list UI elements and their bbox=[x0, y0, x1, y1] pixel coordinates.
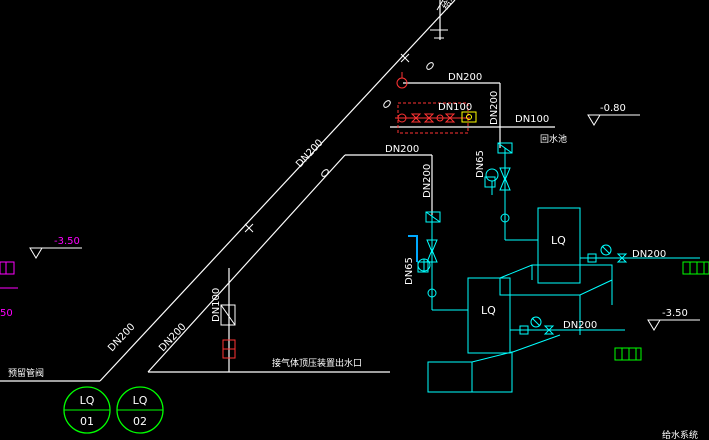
elevation-right-bottom bbox=[647, 319, 700, 331]
lq-tag-02: LQ 02 bbox=[116, 386, 164, 434]
lq-tag-01: LQ 01 bbox=[63, 386, 111, 434]
return-pool-label: 回水池 bbox=[540, 133, 567, 145]
dn65-upper-label: DN65 bbox=[475, 150, 486, 178]
lq-tag-01-num: 01 bbox=[80, 415, 94, 428]
dn200-vertical-right-label: DN200 bbox=[489, 91, 500, 125]
lq-tag-02-num: 02 bbox=[133, 415, 147, 428]
pipe-markers bbox=[244, 0, 448, 233]
dn100-valve bbox=[220, 304, 236, 326]
magenta-ground-symbol bbox=[0, 261, 18, 289]
elev-left-label: -3.50 bbox=[54, 236, 80, 247]
dn200-top-right-label: DN200 bbox=[448, 72, 482, 83]
dn200-mid-label: DN200 bbox=[385, 144, 419, 155]
reserved-valve-label: 预留管阀 bbox=[8, 367, 44, 379]
elev-right-top-label: -0.80 bbox=[600, 103, 626, 114]
tank-lower-label: LQ bbox=[481, 304, 496, 317]
elevation-left bbox=[29, 247, 82, 259]
elevation-right-top bbox=[587, 114, 640, 126]
elev-left-partial-label: 50 bbox=[0, 308, 13, 319]
bottom-partial-label: 给水系统 bbox=[662, 429, 698, 440]
lq-tag-02-name: LQ bbox=[133, 394, 148, 407]
red-lower-valve bbox=[222, 339, 236, 359]
elev-right-bottom-label: -3.50 bbox=[662, 308, 688, 319]
tank-upper-label: LQ bbox=[551, 234, 566, 247]
red-valve-assembly bbox=[395, 72, 470, 134]
lq-tag-01-name: LQ bbox=[80, 394, 95, 407]
cyan-pipework bbox=[417, 142, 700, 393]
main-pipe-network bbox=[0, 0, 555, 382]
blue-accent bbox=[408, 235, 418, 262]
dn200-vertical-mid-label: DN200 bbox=[422, 164, 433, 198]
top-partial-label: 给水 bbox=[439, 0, 458, 12]
yellow-meter bbox=[461, 111, 477, 123]
outlet-label: 接气体顶压装置出水口 bbox=[272, 357, 362, 369]
green-ground-symbols bbox=[614, 261, 709, 361]
dn100-return-label: DN100 bbox=[515, 114, 549, 125]
dn100-vertical-left-label: DN100 bbox=[211, 288, 222, 322]
dn200-lower-right-label: DN200 bbox=[563, 320, 597, 331]
dn200-right-lq-label: DN200 bbox=[632, 249, 666, 260]
dn100-red-label: DN100 bbox=[438, 102, 472, 113]
dn65-lower-label: DN65 bbox=[404, 257, 415, 285]
